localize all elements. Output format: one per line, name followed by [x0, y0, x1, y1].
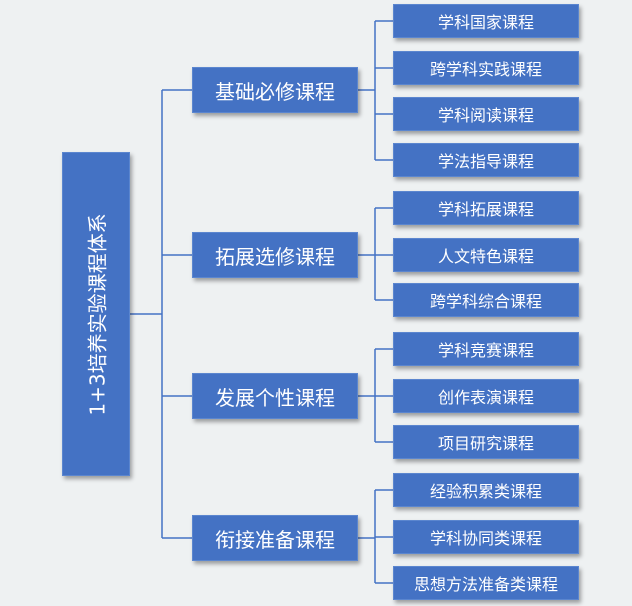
category-node-required: 基础必修课程 [192, 67, 358, 113]
course-node: 跨学科实践课程 [393, 51, 579, 85]
course-node: 学法指导课程 [393, 143, 579, 177]
category-node-bridging: 衔接准备课程 [192, 515, 358, 561]
course-node: 学科拓展课程 [393, 191, 579, 225]
category-node-elective: 拓展选修课程 [192, 232, 358, 278]
root-node: 1+3培养实验课程体系 [62, 152, 130, 476]
course-node: 学科协同类课程 [393, 520, 579, 554]
course-node: 学科阅读课程 [393, 97, 579, 131]
course-node: 跨学科综合课程 [393, 283, 579, 317]
course-node: 创作表演课程 [393, 379, 579, 413]
course-node: 学科国家课程 [393, 4, 579, 38]
course-node: 经验积累类课程 [393, 473, 579, 507]
course-node: 学科竞赛课程 [393, 332, 579, 366]
root-label: 1+3培养实验课程体系 [85, 212, 110, 416]
course-node: 人文特色课程 [393, 238, 579, 272]
category-node-personality: 发展个性课程 [192, 373, 358, 419]
course-node: 思想方法准备类课程 [393, 566, 579, 600]
course-node: 项目研究课程 [393, 425, 579, 459]
